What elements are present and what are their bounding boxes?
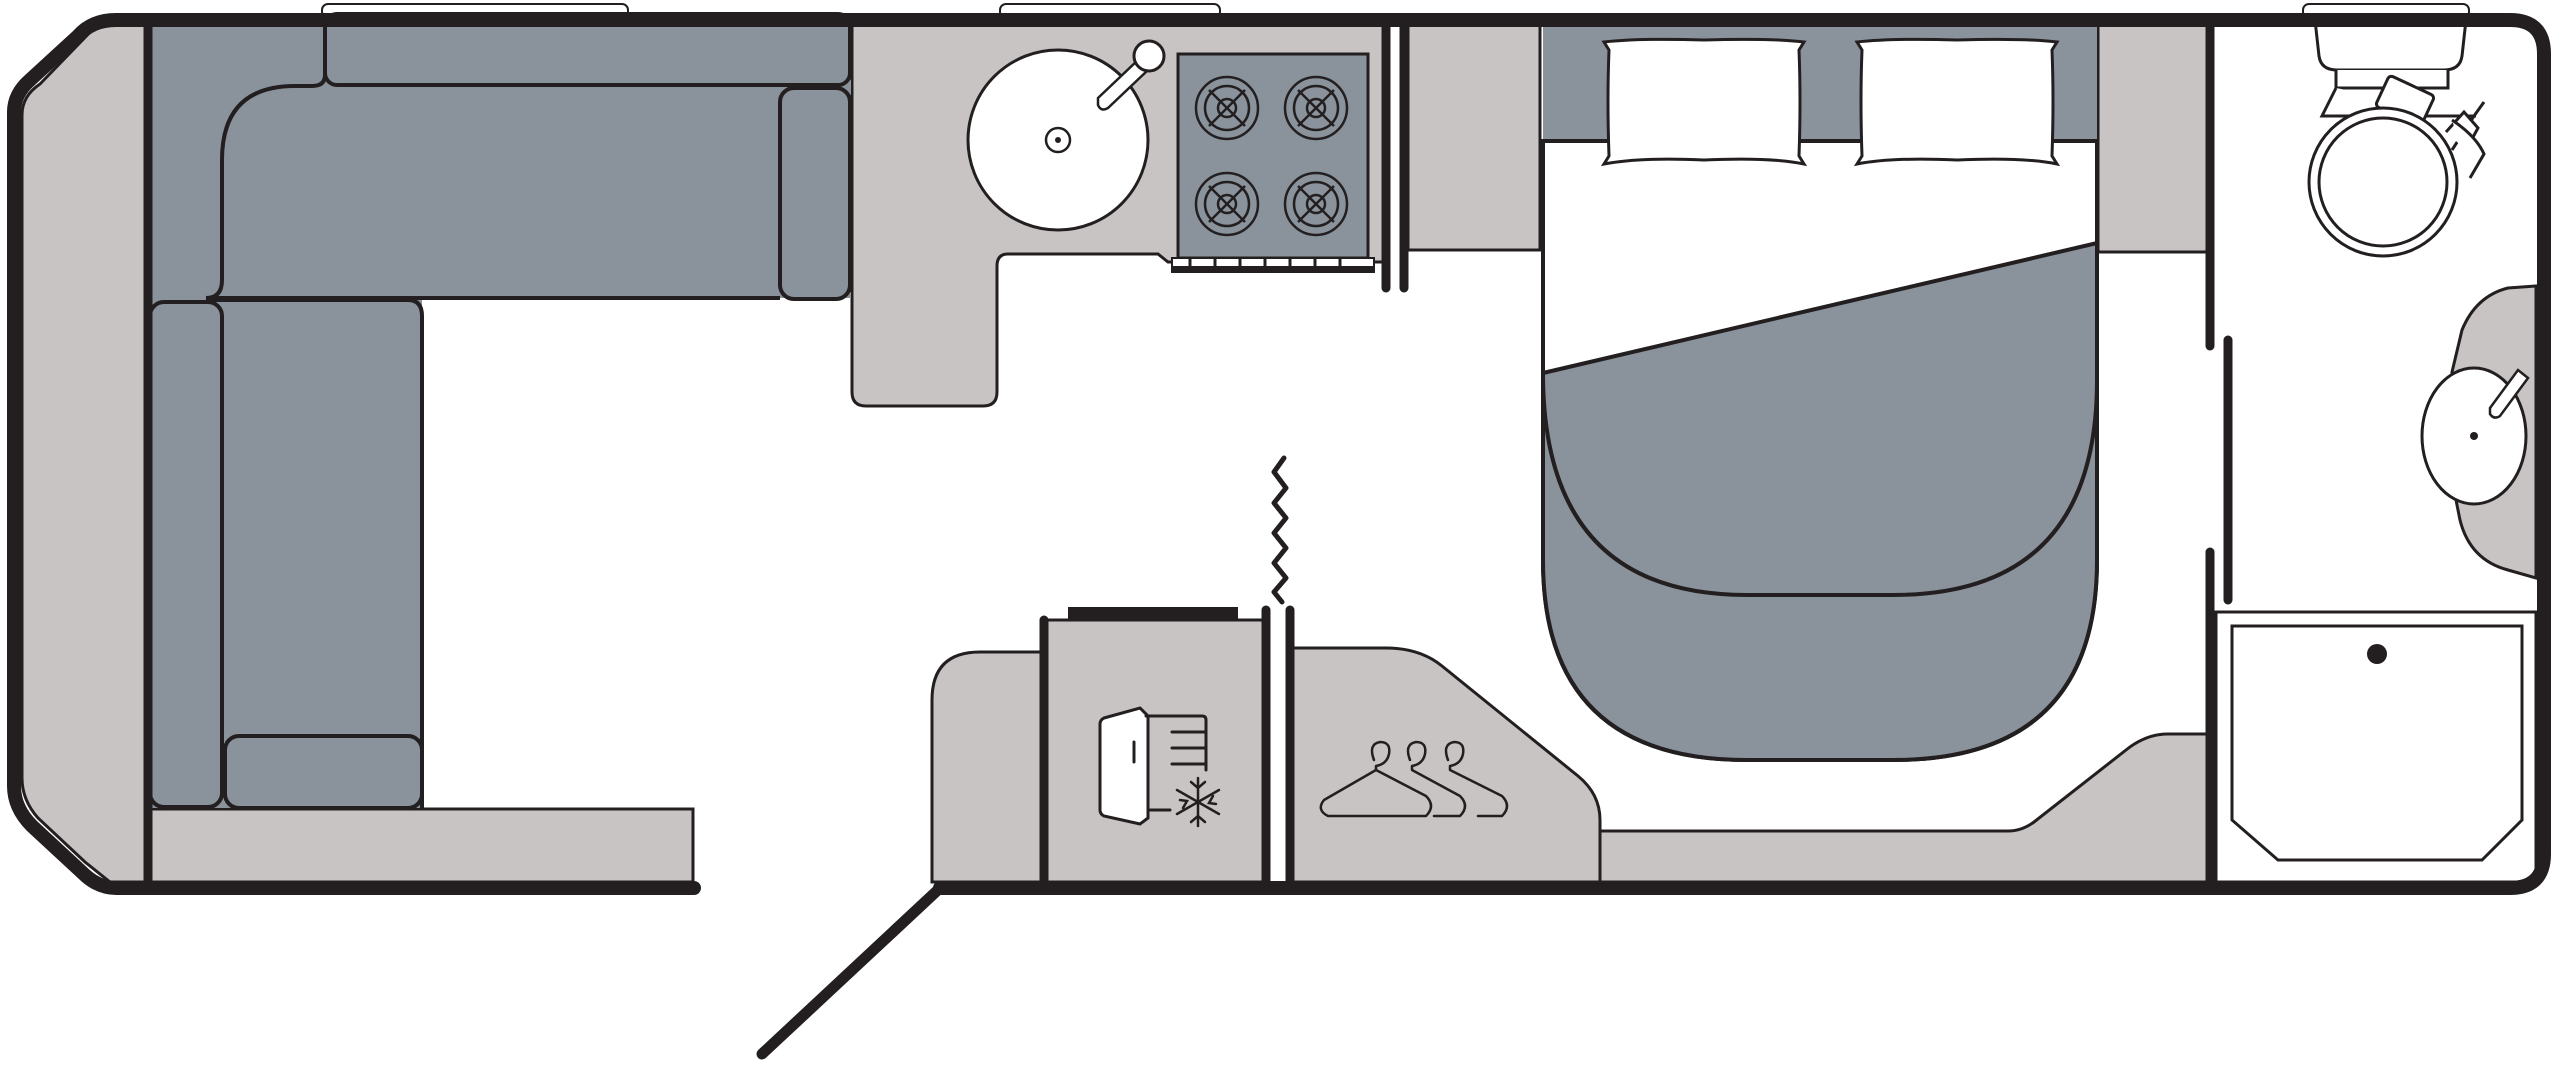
front-chest — [20, 20, 150, 884]
pillow-right — [1853, 37, 2061, 167]
lounge-top-seat — [205, 70, 780, 300]
washroom — [2214, 18, 2538, 884]
lounge-left-backrest — [148, 300, 224, 809]
partitions — [143, 15, 2233, 887]
fridge-vent — [1068, 607, 1238, 619]
entrance-step — [930, 650, 1044, 884]
outer-wall — [7, 13, 2551, 895]
lounge-seat-base-top — [150, 20, 850, 298]
fridge-unit — [1040, 618, 1268, 884]
wardrobe-unit — [1290, 646, 1602, 884]
lounge-end-cushion — [778, 86, 852, 301]
kitchen — [850, 18, 1386, 408]
bedroom-side-unit — [1598, 732, 2210, 884]
clothes-hangers-icon — [1319, 740, 1509, 818]
lower-units — [930, 607, 2210, 884]
bedroom-rear-cupboard — [2096, 18, 2210, 254]
shower-tray-icon — [2214, 610, 2538, 884]
lounge-left-seat — [210, 298, 424, 808]
lounge-side-cabinet — [148, 807, 695, 884]
island-bed-cover — [1541, 240, 2099, 762]
bed-fold-line — [1541, 372, 2099, 597]
entrance-door[interactable] — [756, 882, 946, 1060]
bedroom — [1541, 20, 2099, 762]
lounge-foot-cushion — [223, 734, 424, 810]
pillow-left — [1600, 37, 1808, 167]
toilet-icon — [2307, 18, 2486, 258]
four-burner-hob-icon — [1171, 52, 1375, 273]
lounge — [20, 12, 852, 884]
shower-drain — [2367, 644, 2387, 664]
bedroom-front-cupboard — [1406, 18, 1542, 252]
round-sink-icon — [966, 39, 1166, 232]
wash-basin-icon — [2420, 366, 2530, 506]
heating-zigzag-icon — [1271, 455, 1289, 605]
fridge-freezer-icon — [1098, 706, 1221, 828]
